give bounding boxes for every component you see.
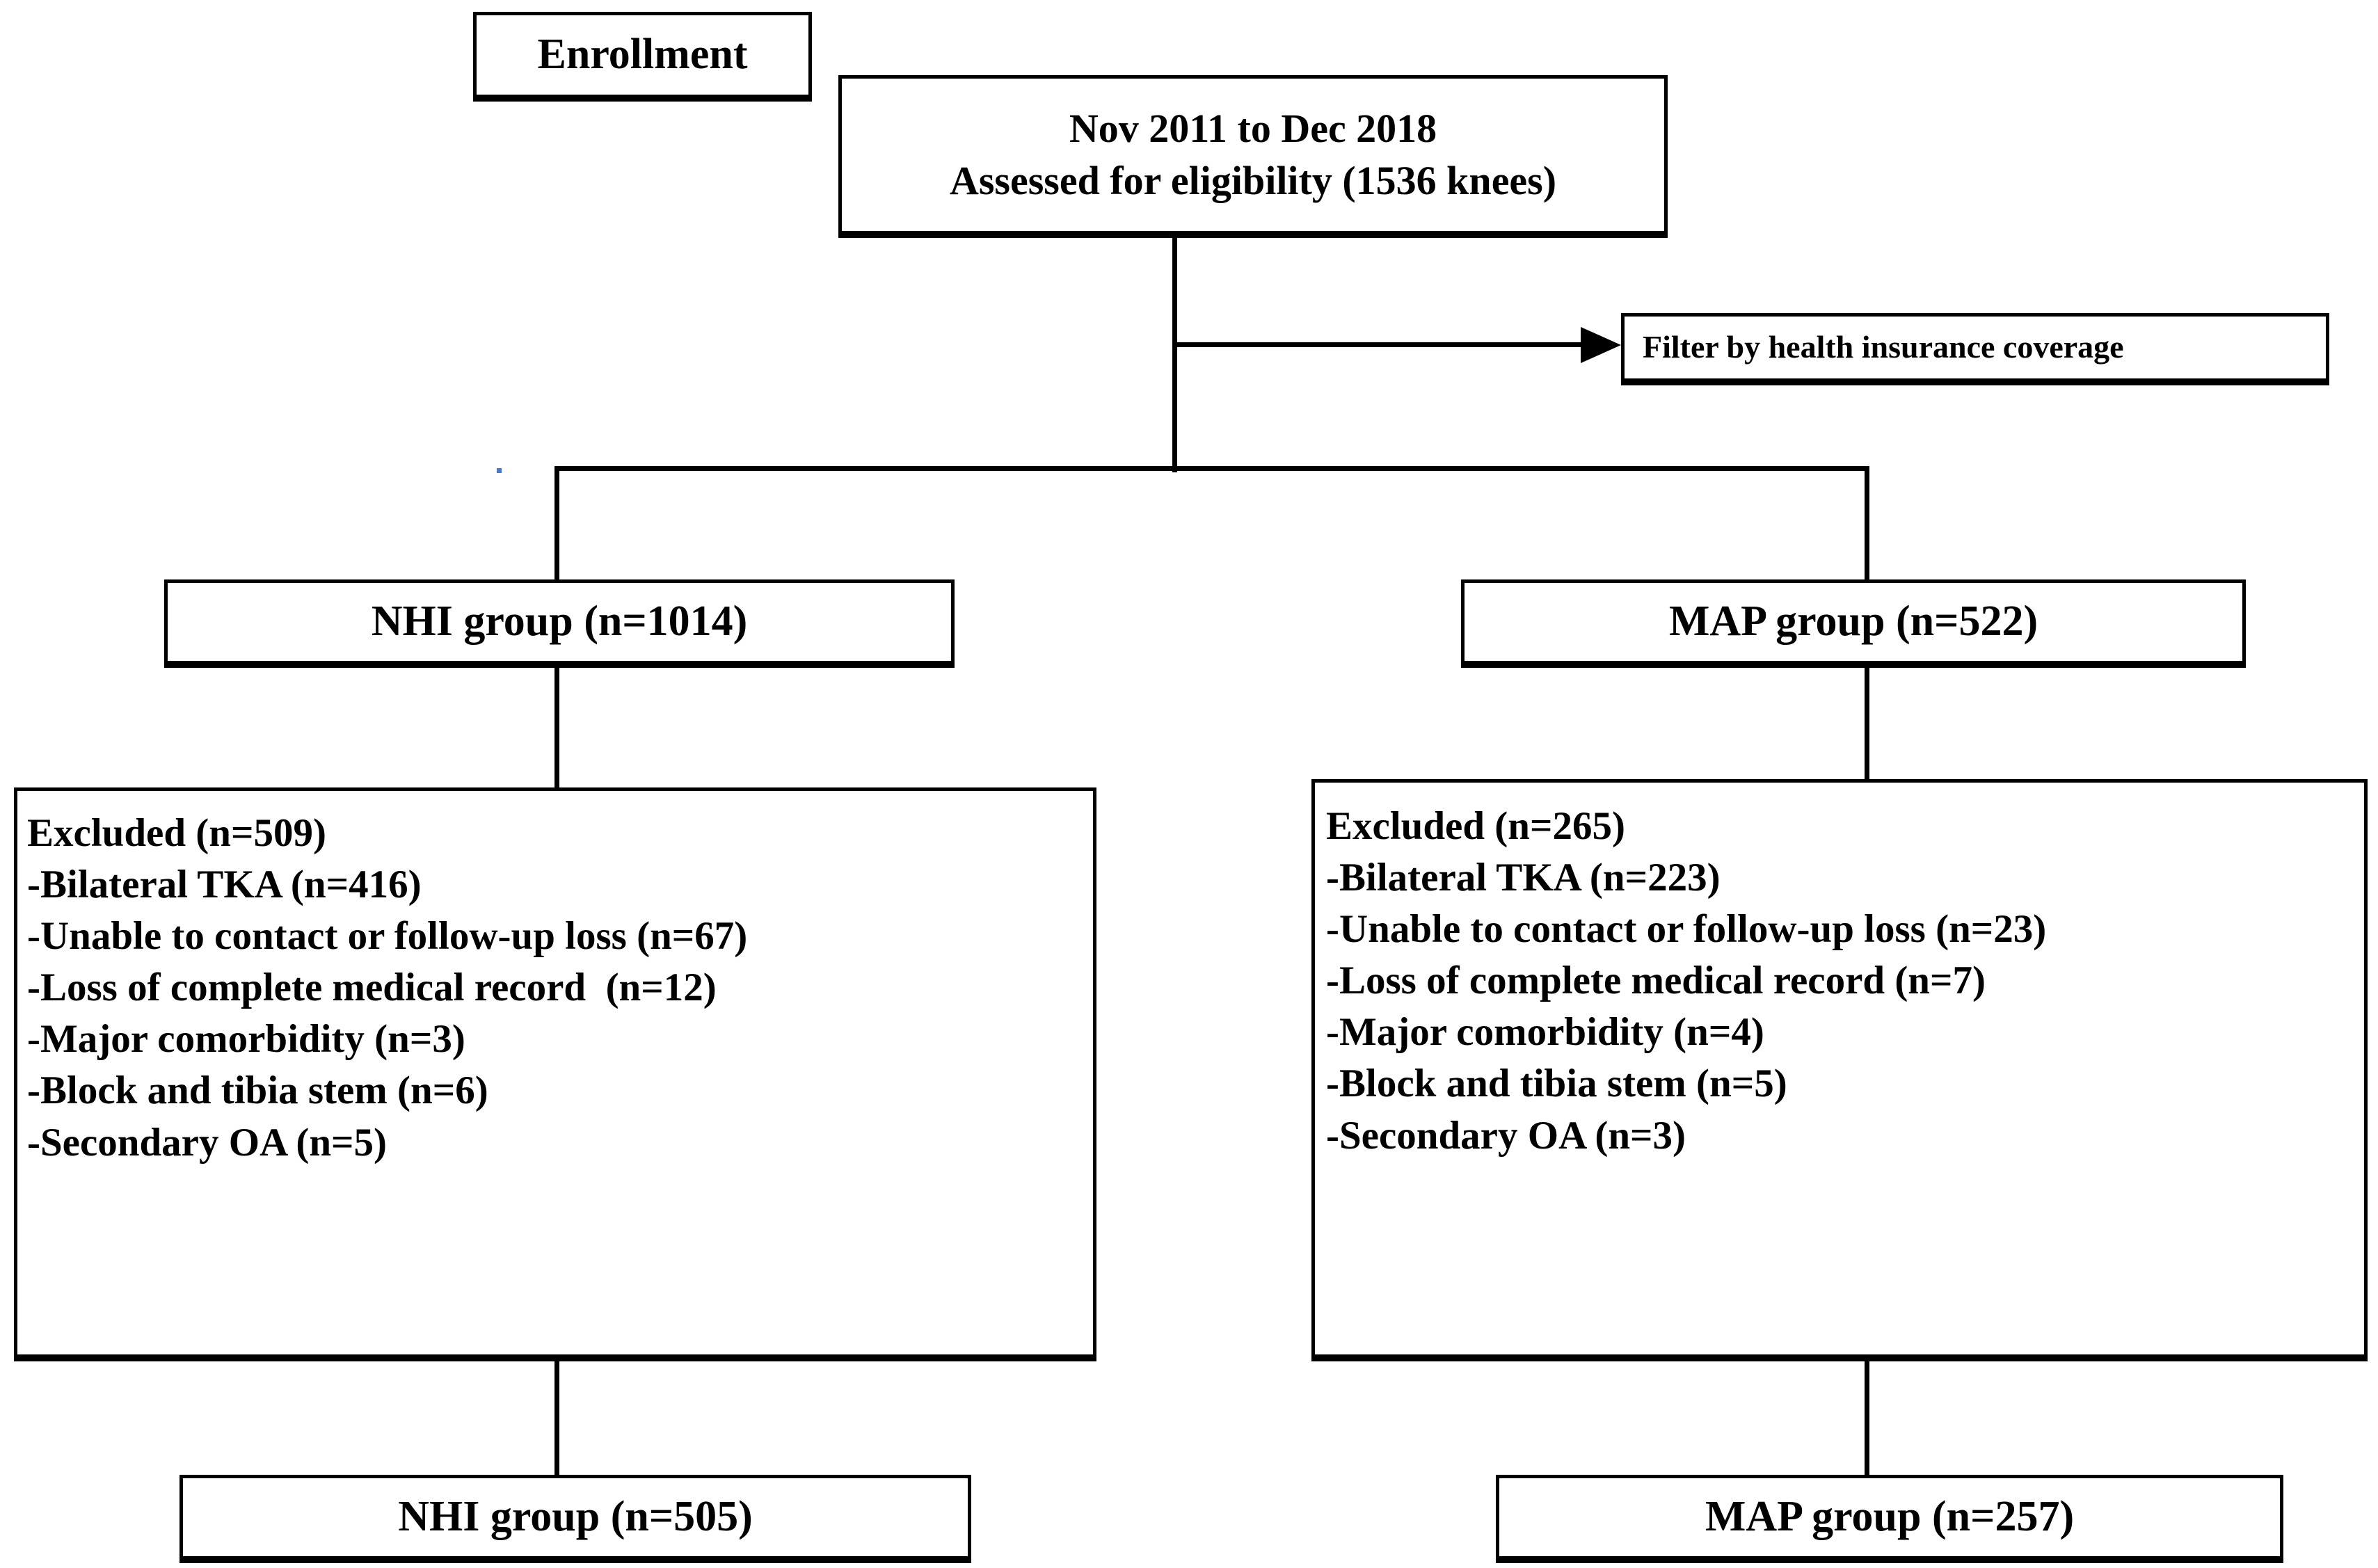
insurance-filter-box: Filter by health insurance coverage bbox=[1621, 313, 2329, 385]
eligibility-assessment: Assessed for eligibility (1536 knees) bbox=[949, 157, 1557, 203]
nhi-final-group-box: NHI group (n=505) bbox=[179, 1475, 971, 1563]
map-exclusions-box: Excluded (n=265) -Bilateral TKA (n=223) … bbox=[1311, 779, 2368, 1361]
connector-nhi-group-to-exclusions bbox=[554, 663, 559, 792]
nhi-exclusion-reason: -Unable to contact or follow-up loss (n=… bbox=[27, 914, 748, 959]
map-exclusion-reason: -Major comorbidity (n=4) bbox=[1326, 1010, 1764, 1055]
scan-artifact-speck bbox=[497, 468, 502, 473]
map-exclusion-reason: -Block and tibia stem (n=5) bbox=[1326, 1062, 1787, 1106]
enrollment-stage-box: Enrollment bbox=[473, 12, 812, 102]
arrowhead-icon bbox=[1581, 327, 1621, 363]
nhi-exclusion-reason: -Bilateral TKA (n=416) bbox=[27, 863, 422, 907]
nhi-group-box: NHI group (n=1014) bbox=[164, 579, 955, 668]
connector-drop-to-nhi-group bbox=[554, 466, 559, 583]
connector-map-group-to-exclusions bbox=[1865, 663, 1869, 783]
eligibility-box: Nov 2011 to Dec 2018 Assessed for eligib… bbox=[838, 75, 1668, 238]
eligibility-period: Nov 2011 to Dec 2018 bbox=[1069, 106, 1437, 152]
enrollment-label: Enrollment bbox=[537, 31, 748, 79]
insurance-filter-label: Filter by health insurance coverage bbox=[1643, 329, 2124, 365]
connector-branch-to-filter bbox=[1172, 342, 1590, 347]
nhi-group-label: NHI group (n=1014) bbox=[371, 598, 748, 646]
nhi-exclusion-reason: -Block and tibia stem (n=6) bbox=[27, 1069, 488, 1113]
map-final-group-box: MAP group (n=257) bbox=[1496, 1475, 2283, 1563]
connector-exclusions-to-map-final bbox=[1865, 1357, 1869, 1478]
nhi-exclusions-box: Excluded (n=509) -Bilateral TKA (n=416) … bbox=[14, 787, 1096, 1361]
map-group-box: MAP group (n=522) bbox=[1461, 579, 2246, 668]
nhi-final-label: NHI group (n=505) bbox=[398, 1493, 753, 1541]
nhi-excluded-header: Excluded (n=509) bbox=[27, 811, 326, 855]
map-excluded-header: Excluded (n=265) bbox=[1326, 804, 1625, 848]
connector-drop-to-map-group bbox=[1865, 466, 1869, 583]
nhi-exclusion-reason: -Major comorbidity (n=3) bbox=[27, 1017, 465, 1062]
connector-group-split-bar bbox=[554, 466, 1869, 471]
map-exclusion-reason: -Bilateral TKA (n=223) bbox=[1326, 856, 1721, 900]
map-exclusion-reason: -Loss of complete medical record (n=7) bbox=[1326, 959, 1986, 1003]
map-final-label: MAP group (n=257) bbox=[1705, 1493, 2075, 1541]
nhi-exclusion-reason: -Secondary OA (n=5) bbox=[27, 1120, 387, 1165]
map-exclusion-reason: -Secondary OA (n=3) bbox=[1326, 1113, 1686, 1158]
nhi-exclusion-reason: -Loss of complete medical record (n=12) bbox=[27, 966, 717, 1010]
connector-eligibility-stem bbox=[1172, 234, 1177, 472]
connector-exclusions-to-nhi-final bbox=[554, 1357, 559, 1478]
map-group-label: MAP group (n=522) bbox=[1668, 598, 2038, 646]
map-exclusion-reason: -Unable to contact or follow-up loss (n=… bbox=[1326, 907, 2047, 952]
